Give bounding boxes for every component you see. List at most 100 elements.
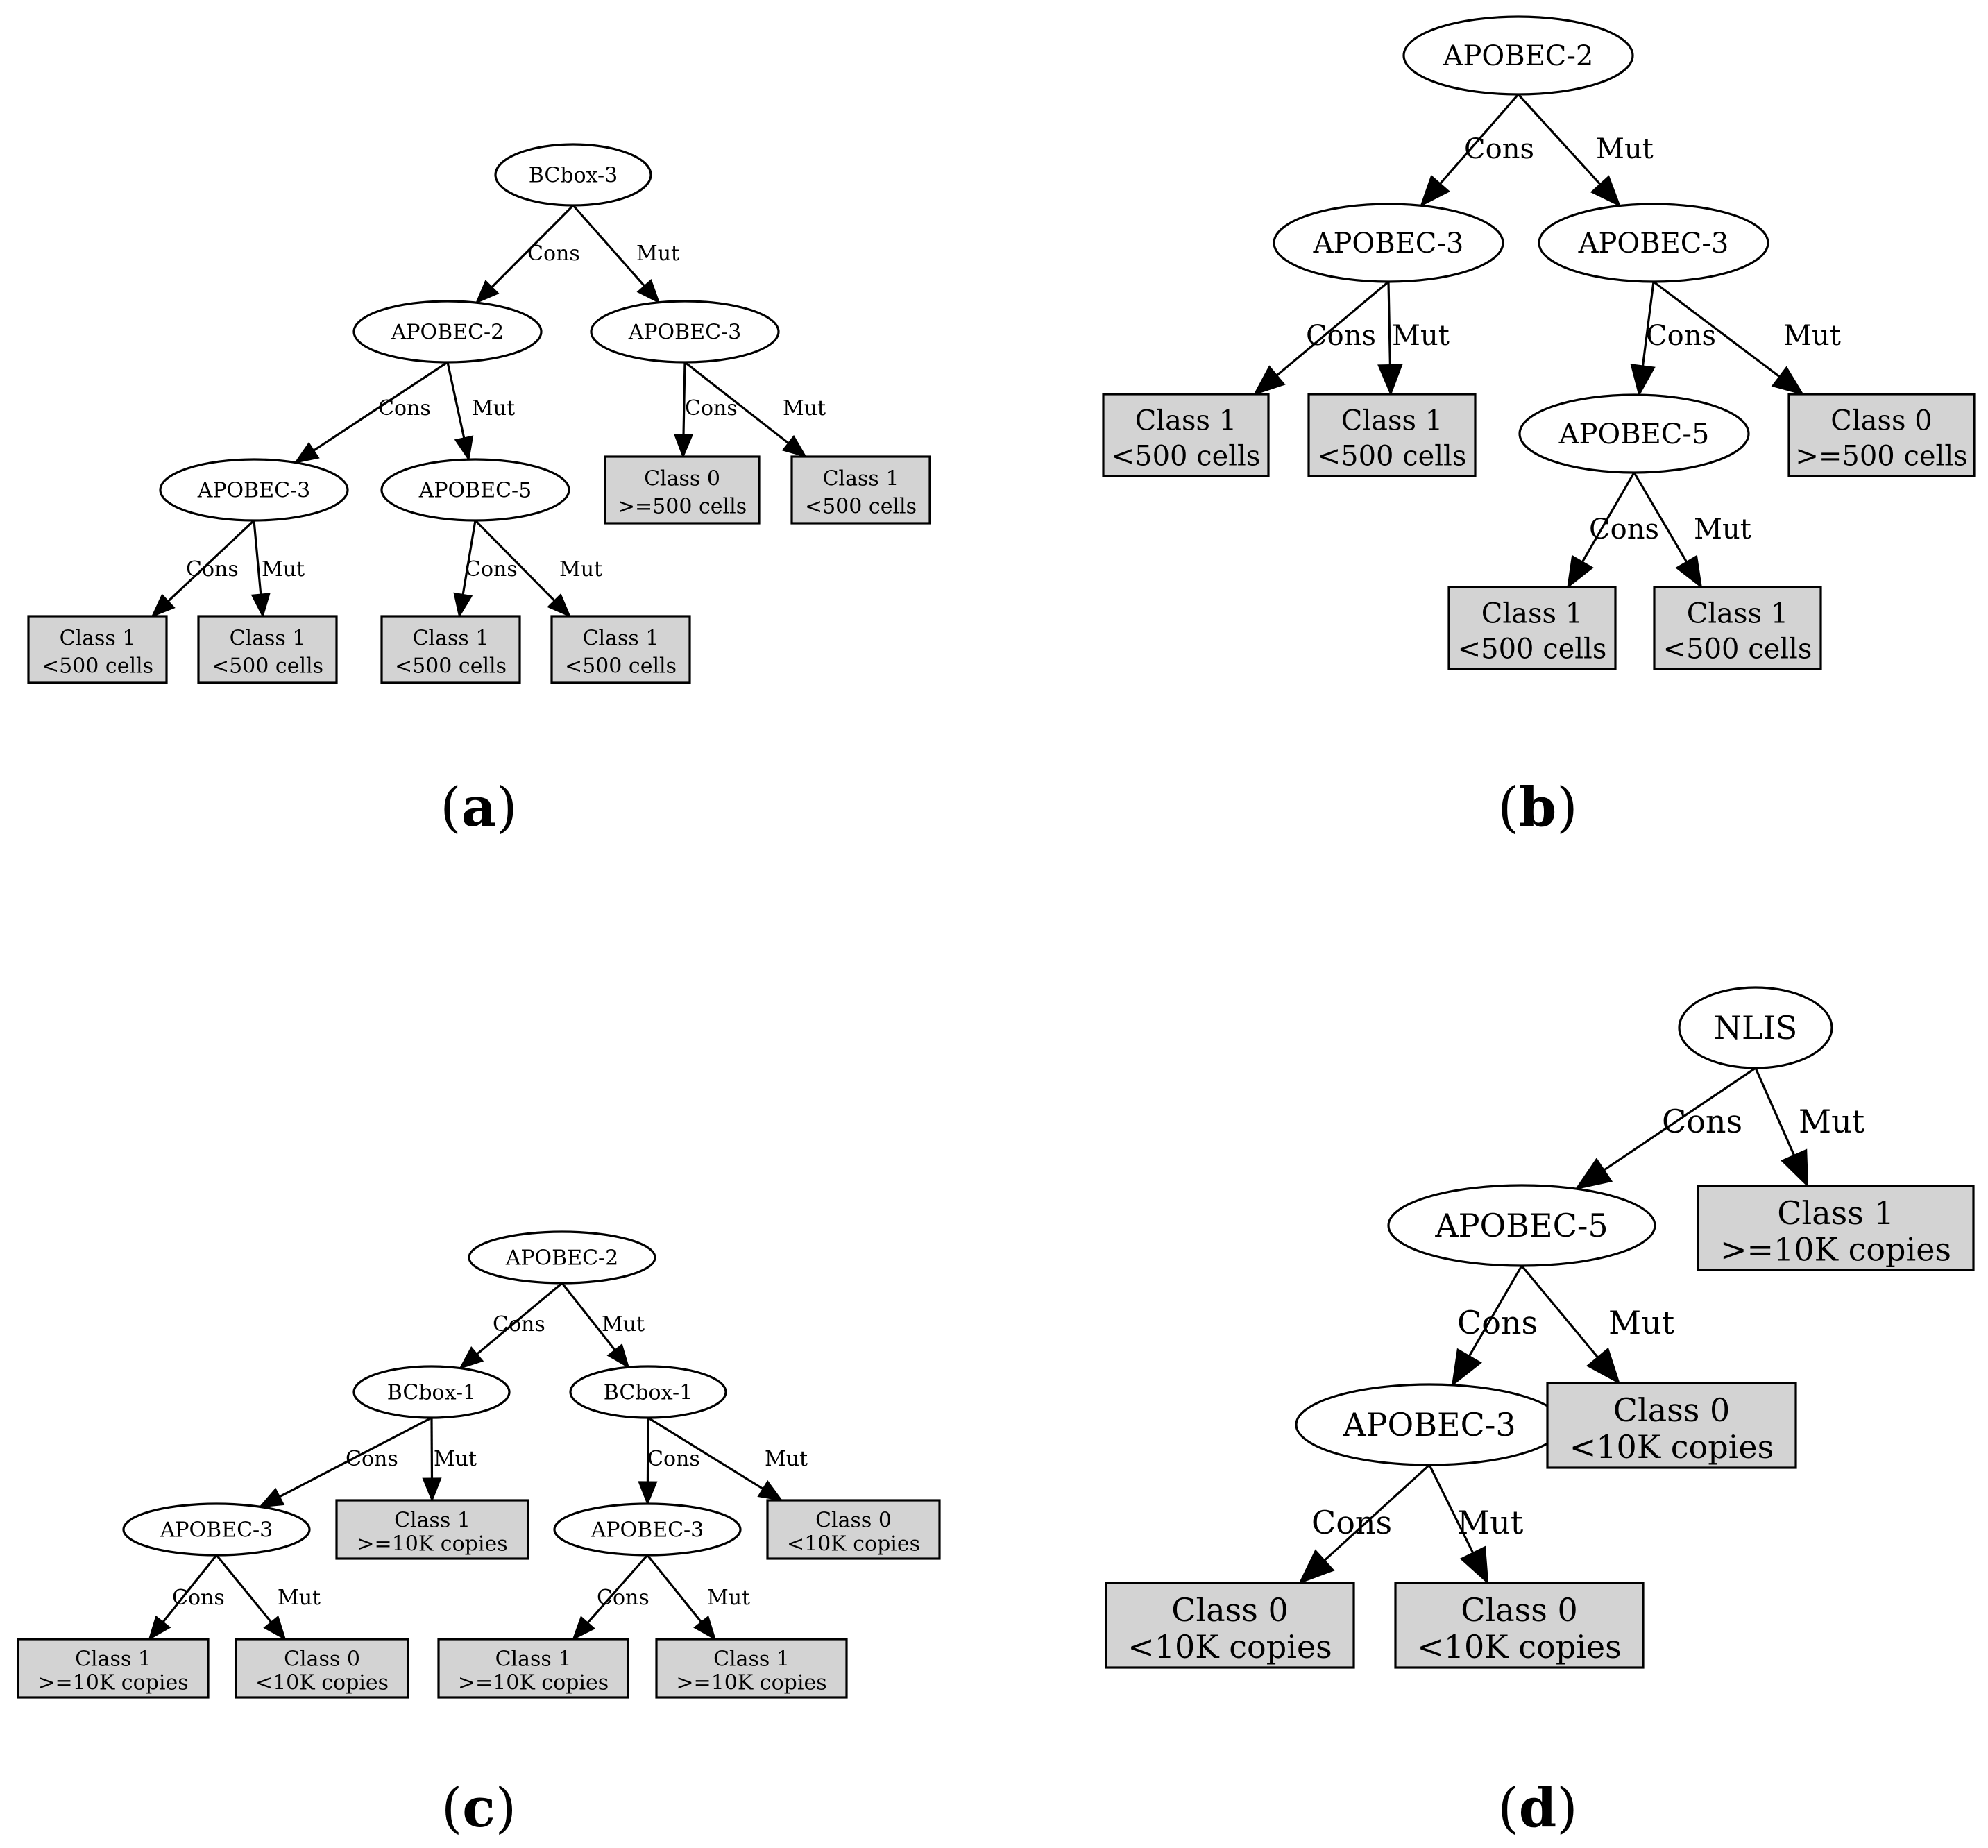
split-node-ellipse — [569, 1365, 727, 1419]
leaf-node: Class 0<10K copies — [235, 1638, 409, 1699]
leaf-node-box — [1787, 393, 1976, 477]
split-node-ellipse — [159, 458, 349, 522]
leaf-node: Class 0>=500 cells — [1787, 393, 1976, 477]
leaf-class-label: Class 0 — [1613, 1391, 1730, 1429]
split-node-label: NLIS — [1714, 1009, 1797, 1046]
split-node: APOBEC-3 — [1273, 203, 1504, 283]
edge-arrowhead — [1781, 1148, 1809, 1188]
edge-label: Mut — [262, 557, 305, 582]
edge-label: Cons — [1311, 1504, 1392, 1541]
split-node: APOBEC-3 — [1538, 203, 1769, 283]
split-node-label: APOBEC-5 — [1558, 418, 1710, 450]
split-node: BCbox-1 — [569, 1365, 727, 1419]
split-node-ellipse — [494, 143, 652, 207]
leaf-node: Class 0<10K copies — [1546, 1382, 1797, 1469]
split-node-ellipse — [1387, 1184, 1656, 1267]
split-node-ellipse — [468, 1230, 656, 1285]
leaf-node: Class 1<500 cells — [27, 615, 168, 684]
edge-arrowhead — [1675, 554, 1703, 589]
edge-label: Cons — [597, 1586, 649, 1610]
leaf-threshold-label: >=10K copies — [676, 1671, 826, 1695]
edge-label: Cons — [1464, 133, 1534, 165]
edge-line — [1581, 472, 1636, 563]
leaf-threshold-label: >=10K copies — [1720, 1230, 1951, 1268]
split-node: APOBEC-3 — [159, 458, 349, 522]
leaf-node: Class 0>=500 cells — [604, 455, 761, 525]
edge-arrowhead — [1630, 364, 1656, 397]
edge-line — [1428, 1464, 1475, 1554]
edge-arrowhead — [475, 280, 500, 305]
edge-arrowhead — [1586, 1347, 1621, 1385]
edge-line — [1468, 1265, 1523, 1357]
split-node-ellipse — [380, 458, 570, 522]
edge-label: Mut — [1457, 1504, 1524, 1541]
leaf-node: Class 1>=10K copies — [17, 1638, 210, 1699]
leaf-threshold-label: <500 cells — [212, 654, 323, 679]
split-node: BCbox-1 — [352, 1365, 511, 1419]
edge-line — [682, 362, 686, 435]
edge-arrowhead — [547, 593, 572, 618]
leaf-class-label: Class 1 — [1481, 598, 1583, 630]
edge-label: Cons — [1457, 1304, 1538, 1341]
split-node-label: APOBEC-2 — [391, 321, 504, 345]
edge-line — [476, 1282, 563, 1355]
edge-arrowhead — [757, 1480, 783, 1502]
split-node: BCbox-3 — [494, 143, 652, 207]
edge-arrowhead — [258, 1487, 285, 1508]
split-node-ellipse — [1273, 203, 1504, 283]
edge-arrowhead — [459, 1346, 484, 1370]
split-node-label: APOBEC-5 — [1434, 1207, 1608, 1244]
edge-label: Cons — [527, 241, 580, 266]
split-node-label: BCbox-3 — [529, 164, 618, 188]
edge-label: Cons — [1646, 320, 1716, 352]
leaf-node: Class 1<500 cells — [1447, 586, 1617, 670]
leaf-threshold-label: <10K copies — [255, 1671, 389, 1695]
leaf-node-box — [1105, 1582, 1355, 1669]
split-node-label: APOBEC-3 — [628, 321, 742, 345]
leaf-node: Class 1<500 cells — [1307, 393, 1477, 477]
leaf-class-label: Class 1 — [823, 467, 899, 491]
edge-line — [646, 1554, 702, 1623]
edge-line — [1653, 280, 1781, 378]
split-node-label: APOBEC-2 — [1443, 40, 1594, 72]
edge-label: Mut — [472, 396, 515, 421]
edge-arrowhead — [1574, 1158, 1613, 1190]
leaf-threshold-label: <500 cells — [42, 654, 153, 679]
edge-arrowhead — [453, 592, 473, 618]
leaf-node: Class 1>=10K copies — [437, 1638, 629, 1699]
edge-line — [162, 1554, 218, 1623]
leaf-class-label: Class 1 — [230, 627, 306, 651]
split-node-label: APOBEC-3 — [1578, 228, 1729, 260]
leaf-threshold-label: <10K copies — [1128, 1628, 1332, 1665]
edge-arrowhead — [1420, 174, 1450, 207]
split-node-ellipse — [122, 1502, 311, 1557]
leaf-class-label: Class 1 — [1777, 1194, 1894, 1232]
edge-arrowhead — [606, 1343, 630, 1369]
leaf-node-box — [766, 1499, 941, 1560]
edge-label: Mut — [1799, 1103, 1865, 1140]
leaf-threshold-label: <500 cells — [1663, 634, 1812, 666]
leaf-class-label: Class 0 — [1830, 405, 1932, 437]
split-node-ellipse — [553, 1502, 742, 1557]
leaf-class-label: Class 1 — [1135, 405, 1237, 437]
edge-arrowhead — [250, 593, 271, 618]
edge-line — [1517, 93, 1602, 185]
split-node: APOBEC-3 — [1295, 1383, 1564, 1466]
edge-line — [1439, 93, 1520, 185]
leaf-class-label: Class 0 — [284, 1647, 360, 1672]
split-node-ellipse — [1518, 393, 1750, 474]
leaf-class-label: Class 1 — [394, 1509, 470, 1533]
edge-arrowhead — [151, 593, 176, 618]
edge-label: Mut — [1392, 320, 1450, 352]
edge-arrowhead — [148, 1615, 171, 1641]
edge-label: Mut — [559, 557, 602, 582]
split-node: APOBEC-3 — [122, 1502, 311, 1557]
leaf-class-label: Class 1 — [713, 1647, 790, 1672]
leaf-node: Class 1 <500 cells — [197, 615, 338, 684]
leaf-threshold-label: <500 cells — [805, 495, 917, 519]
leaf-node-box — [1307, 393, 1477, 477]
edge-arrowhead — [673, 434, 694, 459]
leaf-node: Class 1>=10K copies — [335, 1499, 529, 1560]
